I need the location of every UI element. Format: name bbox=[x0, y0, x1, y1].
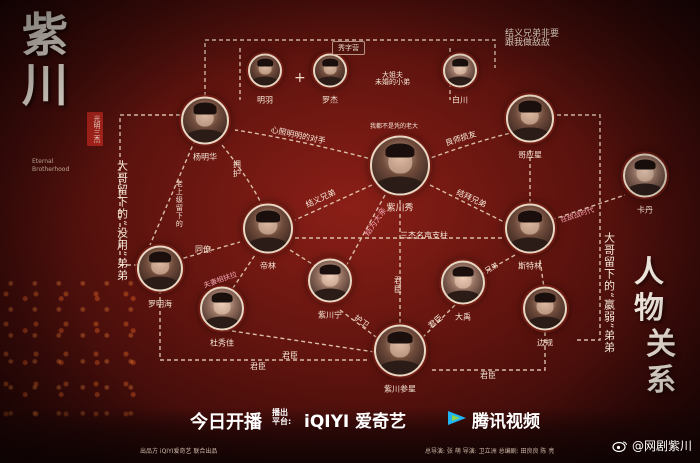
char-name: 斯特林 bbox=[518, 261, 542, 271]
label-left-vertical: 大哥留下的“没用”弟弟 bbox=[115, 160, 129, 282]
weibo-text: @网剧紫川 bbox=[631, 439, 692, 453]
char-yejun: 白川 bbox=[443, 53, 477, 107]
char-name: 罗明海 bbox=[148, 299, 172, 309]
char-luojie: 罗杰 bbox=[313, 53, 347, 107]
platform-label: 播出 平台: bbox=[272, 408, 291, 426]
char-duqiaojia: 杜秀佳 bbox=[200, 286, 244, 350]
char-liuxian: 大禹 bbox=[441, 260, 485, 324]
char-name: 白川 bbox=[452, 95, 468, 105]
corner-title-line2: 关系 bbox=[646, 327, 676, 398]
tencent-video-name[interactable]: 腾讯视频 bbox=[472, 412, 540, 432]
plus-sign: + bbox=[294, 70, 306, 86]
char-kadan: 卡丹 bbox=[623, 153, 667, 217]
char-name: 大禹 bbox=[455, 312, 471, 322]
title-char-2: 川 bbox=[22, 58, 68, 112]
char-luominghai: 罗明海 bbox=[137, 245, 183, 311]
tencent-video-icon bbox=[448, 411, 466, 425]
char-name: 紫川参星 bbox=[384, 384, 416, 394]
char-name: 帝林 bbox=[260, 261, 276, 271]
corner-title-line1: 人物 bbox=[634, 255, 664, 326]
char-yangminghua: 杨明华 bbox=[181, 96, 229, 164]
bottom-bar bbox=[0, 407, 700, 463]
char-zichuansan: 紫川参星 bbox=[374, 324, 426, 396]
iqiyi-logo[interactable]: iQIYI 爱奇艺 bbox=[304, 407, 406, 432]
char-name: 杜秀佳 bbox=[210, 338, 234, 348]
char-zichuanxiu: 紫川秀 bbox=[370, 135, 430, 215]
char-mingyu: 明羽 bbox=[248, 53, 282, 107]
premiere-text: 今日开播 bbox=[190, 412, 262, 433]
char-dingyaoxing: 哥应星 bbox=[506, 94, 554, 162]
label-three-heroes: 三杰名声支柱 bbox=[400, 231, 448, 240]
label-top-right-note: 结义兄弟非要 跟我做敌敌 bbox=[505, 29, 560, 49]
corner-title: 人物 关系 bbox=[634, 255, 676, 399]
platform-label-line1: 播出 bbox=[272, 408, 288, 417]
iqiyi-logo-text: iQIYI bbox=[304, 412, 350, 432]
label-minister-bottom-right: 君臣 bbox=[480, 371, 496, 380]
char-zichuanning: 紫川宁 bbox=[308, 258, 352, 322]
credits-right: 总导演: 张 萌 导演: 卫立洲 总编剧: 田良良 陈 亮 bbox=[425, 448, 555, 455]
credits-left: 出品方 iQIYI爱奇艺 联合出品 bbox=[140, 448, 218, 455]
char-sibei: 斯特林 bbox=[505, 203, 555, 273]
label-yonghu: 拥护 bbox=[232, 160, 242, 178]
label-minister-bottom-left: 君臣 bbox=[282, 351, 298, 360]
weibo-handle[interactable]: @网剧紫川 bbox=[612, 437, 692, 454]
label-top-bracket: 秀字营 bbox=[332, 41, 365, 55]
char-name: 罗杰 bbox=[322, 95, 338, 105]
label-together: 同僚 bbox=[195, 245, 211, 254]
char-name: 杨明华 bbox=[193, 152, 217, 162]
title-char-1: 紫 bbox=[22, 8, 68, 62]
label-not-rely: 我都不是凭的老大 bbox=[370, 123, 419, 130]
weibo-icon bbox=[612, 441, 627, 452]
char-bianji: 边规 bbox=[523, 286, 567, 350]
char-name: 哥应星 bbox=[518, 150, 542, 160]
platform-label-line2: 平台: bbox=[272, 417, 292, 426]
char-name: 紫川宁 bbox=[318, 310, 342, 320]
title-seal: 光明三杰 bbox=[87, 112, 103, 146]
label-right-vertical: 大哥留下的“嬴弱”弟弟 bbox=[602, 232, 616, 354]
label-minister-mid: 君臣 bbox=[393, 276, 403, 294]
label-left-inner: 老上级留下的 bbox=[175, 180, 184, 228]
char-name: 明羽 bbox=[257, 95, 273, 105]
iqiyi-name: 爱奇艺 bbox=[355, 412, 407, 432]
label-big-brother: 大姐夫 未婚的小弟 bbox=[375, 71, 410, 87]
char-name: 卡丹 bbox=[637, 205, 653, 215]
char-dixi: 帝林 bbox=[243, 203, 293, 273]
char-name: 紫川秀 bbox=[386, 203, 414, 214]
label-minister-right: 君臣 bbox=[250, 362, 266, 371]
char-name: 边规 bbox=[537, 338, 553, 348]
drama-title: 紫 川 bbox=[22, 10, 92, 110]
